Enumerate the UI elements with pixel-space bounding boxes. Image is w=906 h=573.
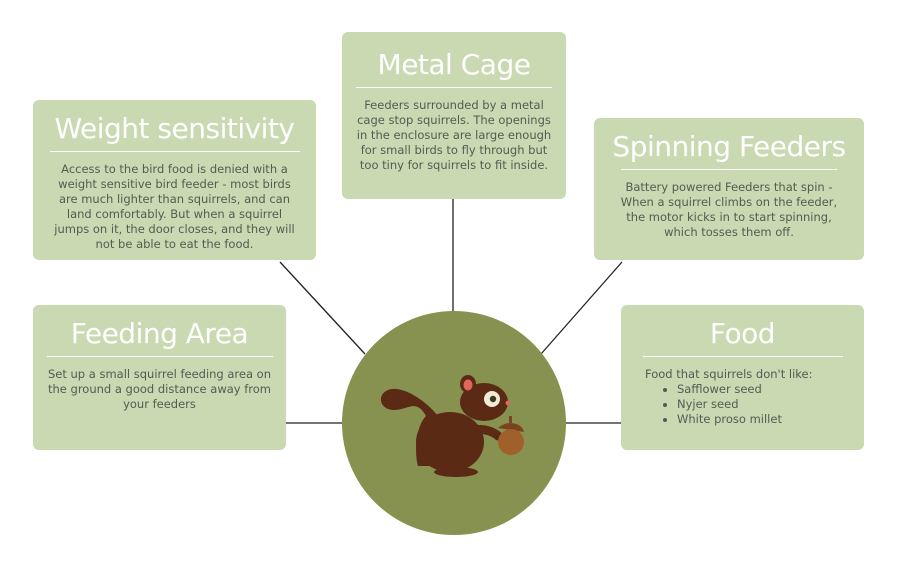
- food-list: Safflower seed Nyjer seed White proso mi…: [645, 382, 864, 427]
- card-title-weight-sensitivity: Weight sensitivity: [54, 112, 295, 145]
- card-body-weight-sensitivity: Access to the bird food is denied with a…: [54, 162, 295, 251]
- title-divider: [642, 356, 843, 357]
- card-feeding-area: Feeding Area Set up a small squirrel fee…: [33, 305, 286, 450]
- food-list-item: White proso millet: [677, 412, 864, 427]
- card-metal-cage: Metal Cage Feeders surrounded by a metal…: [342, 32, 566, 199]
- food-list-item: Safflower seed: [677, 382, 864, 397]
- connector-spinning-feeders: [540, 261, 623, 355]
- card-spinning-feeders: Spinning Feeders Battery powered Feeders…: [594, 118, 864, 260]
- title-divider: [46, 356, 273, 357]
- card-body-feeding-area: Set up a small squirrel feeding area on …: [47, 367, 272, 411]
- card-title-feeding-area: Feeding Area: [70, 317, 249, 350]
- card-food: Food Food that squirrels don't like: Saf…: [621, 305, 864, 450]
- card-title-food: Food: [709, 317, 776, 350]
- title-divider: [49, 151, 300, 152]
- card-body-food: Food that squirrels don't like: Safflowe…: [621, 367, 864, 427]
- connector-weight-sensitivity: [279, 261, 366, 355]
- card-title-metal-cage: Metal Cage: [377, 48, 531, 81]
- card-body-metal-cage: Feeders surrounded by a metal cage stop …: [356, 98, 552, 172]
- card-weight-sensitivity: Weight sensitivity Access to the bird fo…: [33, 100, 316, 260]
- food-list-item: Nyjer seed: [677, 397, 864, 412]
- squirrel-icon: [380, 375, 524, 477]
- card-body-spinning-feeders: Battery powered Feeders that spin - When…: [620, 180, 838, 239]
- card-title-spinning-feeders: Spinning Feeders: [612, 130, 846, 163]
- food-intro: Food that squirrels don't like:: [645, 367, 813, 381]
- title-divider: [621, 169, 837, 170]
- title-divider: [356, 87, 552, 88]
